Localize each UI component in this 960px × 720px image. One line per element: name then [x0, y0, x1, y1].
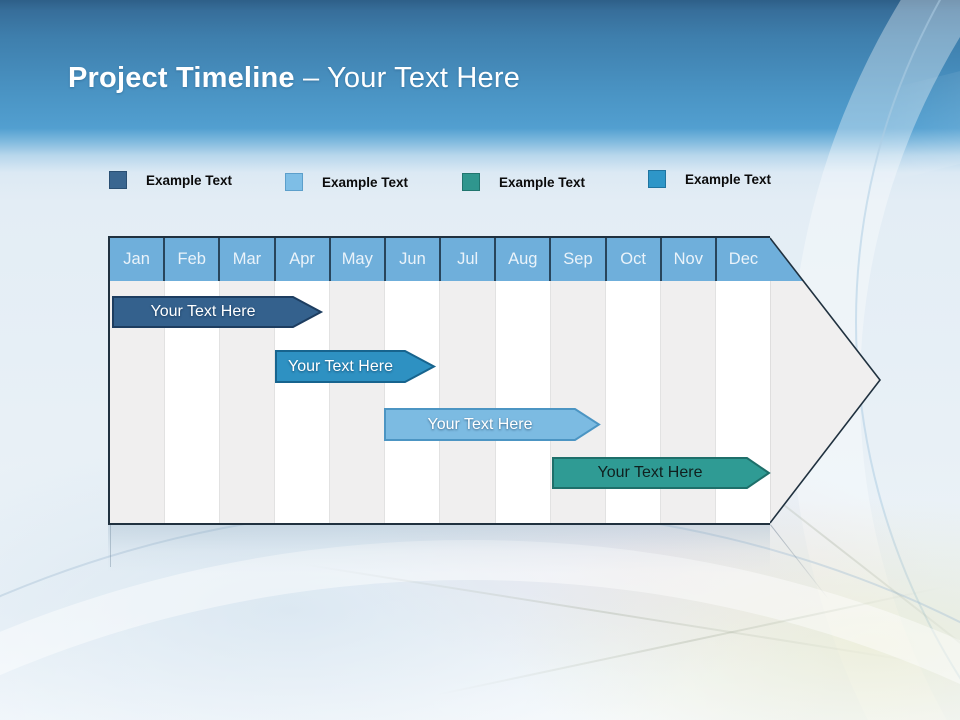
slide-title-suffix: – Your Text Here	[302, 62, 521, 94]
month-cell-apr[interactable]: Apr	[276, 238, 331, 281]
month-cell-jan[interactable]: Jan	[110, 238, 166, 281]
task-bar-3[interactable]: Your Text Here	[384, 408, 601, 441]
legend-item-2[interactable]: Example Text	[285, 172, 408, 192]
abstract-ray	[303, 563, 917, 663]
table-reflection	[108, 525, 770, 573]
grid-column	[606, 281, 661, 523]
month-cell-jul[interactable]: Jul	[441, 238, 497, 281]
task-bar-1[interactable]: Your Text Here	[112, 296, 324, 328]
month-cell-mar[interactable]: Mar	[220, 238, 276, 281]
top-right-light-streak	[755, 20, 960, 210]
legend-item-1[interactable]: Example Text	[109, 170, 232, 190]
legend-swatch-3	[648, 170, 666, 188]
legend-label: Example Text	[499, 174, 586, 190]
month-cell-nov[interactable]: Nov	[662, 238, 717, 281]
grid-column	[496, 281, 551, 523]
legend-label: Example Text	[685, 171, 772, 187]
month-cell-may[interactable]: May	[331, 238, 386, 281]
legend-label: Example Text	[146, 172, 233, 188]
table-reflection-arrow-edge	[770, 524, 830, 600]
task-bar-label-2: Your Text Here	[427, 416, 533, 433]
arrowhead-outline	[770, 237, 882, 524]
arrowhead-body	[770, 238, 880, 523]
grid-column	[330, 281, 386, 523]
slide-title-main: Project Timeline	[68, 62, 295, 94]
legend-item-3[interactable]: Example Text	[462, 172, 585, 192]
abstract-ray	[435, 585, 945, 697]
task-bar-shape-3	[552, 457, 771, 489]
month-cell-jun[interactable]: Jun	[386, 238, 442, 281]
task-bar-label-0: Your Text Here	[150, 303, 256, 320]
table-reflection-left-edge	[110, 525, 111, 567]
timeline-arrowhead	[770, 237, 882, 524]
legend-swatch-1	[285, 173, 303, 191]
grid-column	[275, 281, 331, 523]
legend-swatch-2	[462, 173, 480, 191]
month-cell-oct[interactable]: Oct	[607, 238, 662, 281]
grid-column	[385, 281, 441, 523]
grid-column	[440, 281, 496, 523]
task-bar-label-3: Your Text Here	[597, 464, 703, 481]
task-bar-shape-0	[112, 296, 324, 328]
grid-column	[165, 281, 221, 523]
timeline-table: Jan Feb Mar Apr May Jun Jul Aug Sep Oct …	[108, 236, 770, 525]
task-bar-label-1: Your Text Here	[288, 358, 393, 375]
task-bar-shape-2	[384, 408, 601, 441]
month-cell-dec[interactable]: Dec	[728, 250, 759, 268]
task-bar-shape-1	[275, 350, 437, 383]
slide-title[interactable]: Project Timeline – Your Text Here	[68, 62, 520, 95]
legend-item-4[interactable]: Example Text	[648, 169, 771, 189]
legend-swatch-0	[109, 171, 127, 189]
legend-label: Example Text	[322, 174, 409, 190]
month-cell-aug[interactable]: Aug	[496, 238, 552, 281]
month-cell-feb[interactable]: Feb	[165, 238, 221, 281]
month-cell-sep[interactable]: Sep	[551, 238, 607, 281]
month-header-row: Jan Feb Mar Apr May Jun Jul Aug Sep Oct …	[110, 238, 770, 281]
task-bar-4[interactable]: Your Text Here	[552, 457, 771, 489]
task-bar-2[interactable]: Your Text Here	[275, 350, 437, 383]
